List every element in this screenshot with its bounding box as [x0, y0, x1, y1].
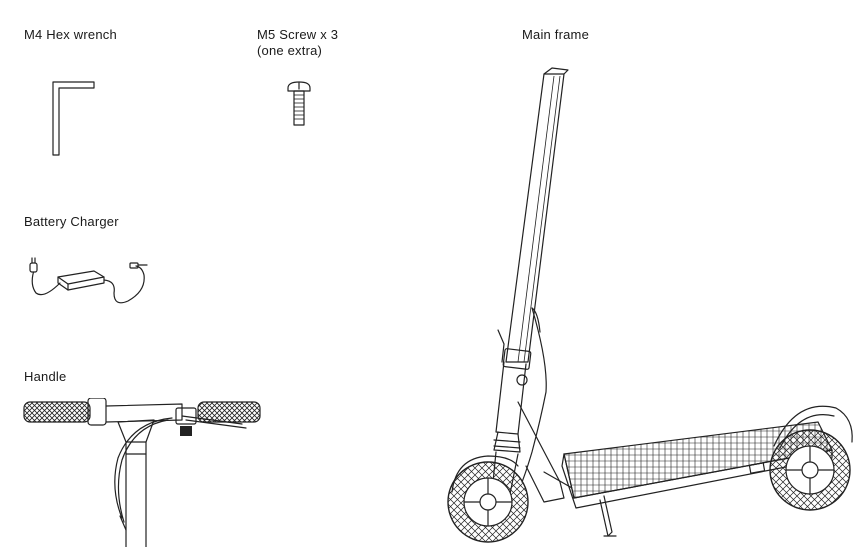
- handlebar-icon: [22, 398, 264, 547]
- hex-wrench-label: M4 Hex wrench: [24, 27, 117, 42]
- battery-charger-icon: [24, 255, 159, 315]
- screw-label-note: (one extra): [257, 43, 323, 58]
- hex-wrench-icon: [48, 78, 100, 160]
- screw-icon: [284, 80, 314, 128]
- handle-label: Handle: [24, 369, 67, 384]
- screw-label: M5 Screw x 3: [257, 27, 339, 42]
- scooter-frame-icon: [440, 62, 857, 547]
- battery-charger-label: Battery Charger: [24, 214, 119, 229]
- main-frame-label: Main frame: [522, 27, 590, 42]
